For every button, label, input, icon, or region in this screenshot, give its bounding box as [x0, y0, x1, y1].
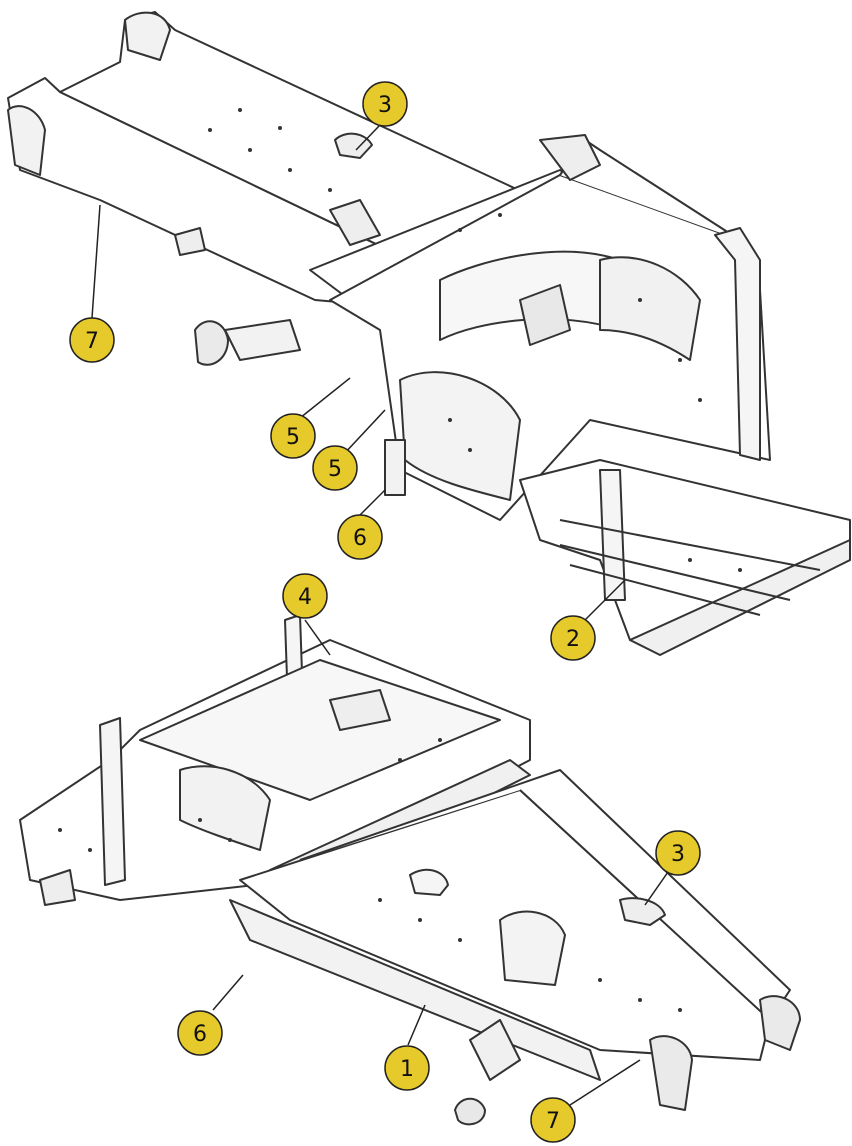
- bottom-chassis-frame-drawing: [19, 614, 801, 1126]
- leader-1: [407, 1004, 426, 1046]
- callout-label: 6: [353, 526, 367, 551]
- leader-3-top: [355, 124, 381, 151]
- callout-label: 7: [85, 329, 99, 354]
- callout-label: 6: [193, 1022, 207, 1047]
- callout-3-top: 3: [362, 81, 408, 127]
- leader-4: [304, 619, 331, 656]
- callout-label: 5: [286, 425, 300, 450]
- callout-7-top: 7: [69, 317, 115, 363]
- callout-3-bottom: 3: [655, 830, 701, 876]
- leader-6-bottom: [212, 974, 244, 1011]
- callout-7-bottom: 7: [530, 1097, 576, 1143]
- top-chassis-frame-drawing: [7, 11, 851, 656]
- callout-4: 4: [282, 573, 328, 619]
- callout-5-b: 5: [312, 445, 358, 491]
- callout-2: 2: [550, 615, 596, 661]
- callout-label: 2: [566, 627, 580, 652]
- callout-label: 7: [546, 1109, 560, 1134]
- leader-2: [579, 579, 626, 626]
- callout-label: 3: [671, 842, 685, 867]
- leader-7-top: [91, 204, 101, 319]
- callout-label: 1: [400, 1057, 414, 1082]
- leader-lines: [91, 124, 669, 1106]
- leader-5-a: [299, 377, 351, 419]
- leader-3-bottom: [644, 871, 669, 906]
- callout-label: 4: [298, 585, 312, 610]
- callout-6-bottom: 6: [177, 1010, 223, 1056]
- leader-6-top: [359, 489, 386, 516]
- callout-5-a: 5: [270, 413, 316, 459]
- callout-label: 3: [378, 93, 392, 118]
- callout-6-top: 6: [337, 514, 383, 560]
- callout-label: 5: [328, 457, 342, 482]
- leader-5-b: [342, 409, 386, 456]
- callout-1: 1: [384, 1045, 430, 1091]
- leader-7-bottom: [569, 1059, 641, 1106]
